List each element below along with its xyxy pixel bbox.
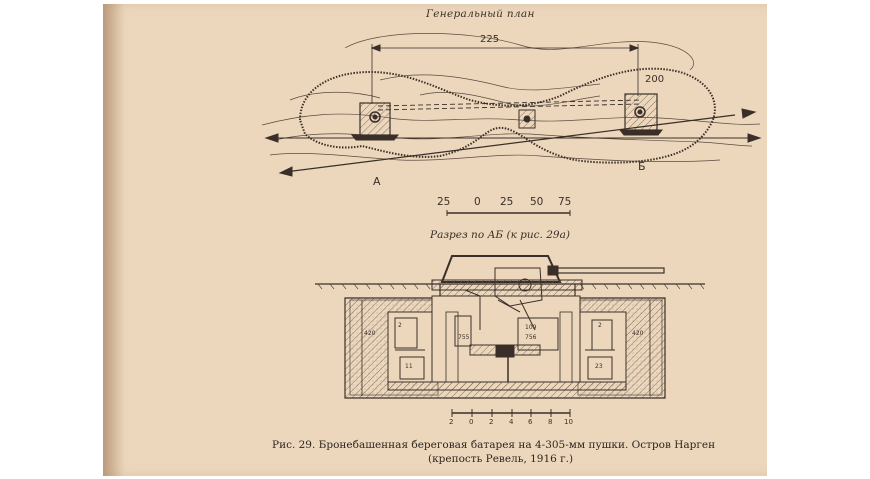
room-label: 11 (405, 363, 413, 370)
section-scale-label: 6 (528, 418, 533, 426)
section-scale-label: 10 (564, 418, 573, 426)
section-scale-label: 2 (489, 418, 494, 426)
room-label: 23 (595, 363, 603, 370)
room-label: 109 (525, 324, 537, 331)
point-a-label: А (373, 175, 381, 188)
depth-label-left: 420 (364, 330, 376, 337)
scale-label: 50 (530, 196, 544, 208)
scale-label: 25 (437, 196, 451, 208)
scale-label: 75 (558, 196, 572, 208)
section-scale-label: 8 (548, 418, 553, 426)
plan-title: Генеральный план (426, 8, 535, 20)
section-title: Разрез по АБ (к рис. 29а) (430, 229, 570, 241)
figure-caption: Рис. 29. Бронебашенная береговая батарея… (272, 439, 716, 451)
room-label: 756 (525, 334, 537, 341)
room-label: 2 (398, 322, 402, 329)
battery-outline (298, 67, 716, 164)
point-b-label: Б (638, 160, 646, 173)
section-scale-label: 4 (509, 418, 514, 426)
figure-caption-line2: (крепость Ревель, 1916 г.) (428, 453, 574, 465)
dimension-225: 225 (480, 34, 500, 45)
scale-label: 0 (474, 196, 481, 208)
contour-lines (261, 33, 761, 163)
depth-label-right: 420 (632, 330, 644, 337)
general-plan (261, 33, 762, 216)
dimension-200: 200 (645, 74, 665, 85)
room-label: 2 (598, 322, 602, 329)
room-label: 755 (458, 334, 470, 341)
section-scale-label: 0 (469, 418, 474, 426)
page-binding-shadow (103, 4, 125, 476)
cross-section (315, 255, 705, 417)
section-scale-label: 2 (449, 418, 454, 426)
scale-label: 25 (500, 196, 514, 208)
